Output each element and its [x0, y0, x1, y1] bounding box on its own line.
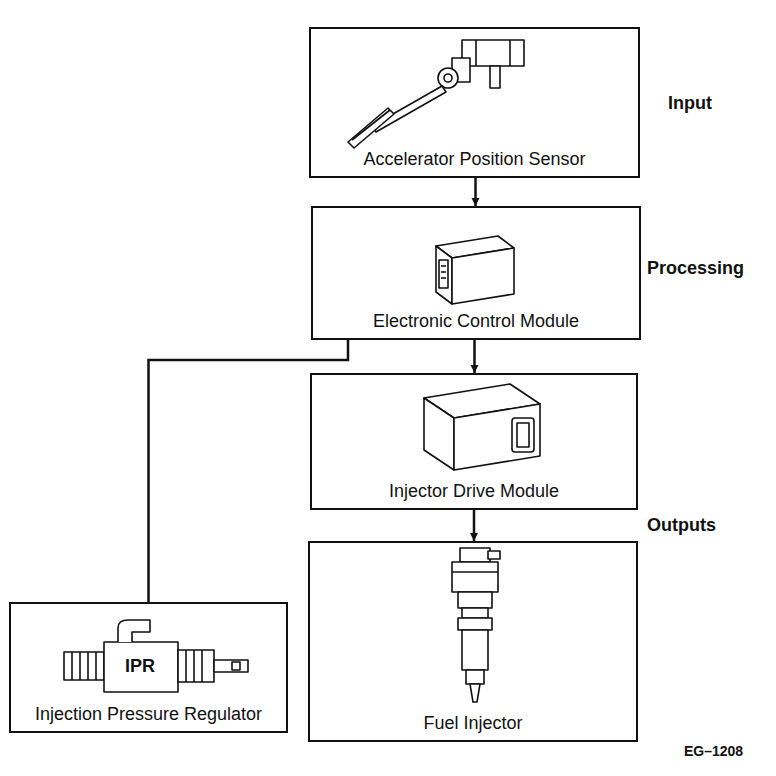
injector-illustration: [452, 548, 500, 702]
ecm-illustration: [436, 236, 514, 304]
box-caption: Electronic Control Module: [317, 310, 635, 332]
box-caption: Injection Pressure Regulator: [15, 703, 282, 725]
connector: [149, 340, 349, 602]
ipr-illustration: [64, 620, 248, 692]
idm-illustration: [424, 384, 540, 470]
stage-label: Outputs: [647, 515, 716, 536]
sensor-box: Accelerator Position Sensor: [309, 27, 640, 178]
connector: [474, 178, 477, 206]
box-caption: Accelerator Position Sensor: [315, 148, 634, 170]
injector-box: Fuel Injector: [308, 541, 638, 742]
module-box: Injector Drive Module: [310, 373, 638, 510]
stage-label: Processing: [647, 258, 744, 279]
figure-number: EG–1208: [684, 743, 743, 759]
part-marking: IPR: [123, 656, 157, 677]
connector: [473, 510, 476, 541]
module-box: Electronic Control Module: [311, 206, 641, 340]
box-caption: Fuel Injector: [314, 712, 632, 734]
box-caption: Injector Drive Module: [316, 480, 632, 502]
connector: [473, 340, 476, 373]
stage-label: Input: [668, 93, 712, 114]
pedal-illustration: [348, 40, 524, 148]
